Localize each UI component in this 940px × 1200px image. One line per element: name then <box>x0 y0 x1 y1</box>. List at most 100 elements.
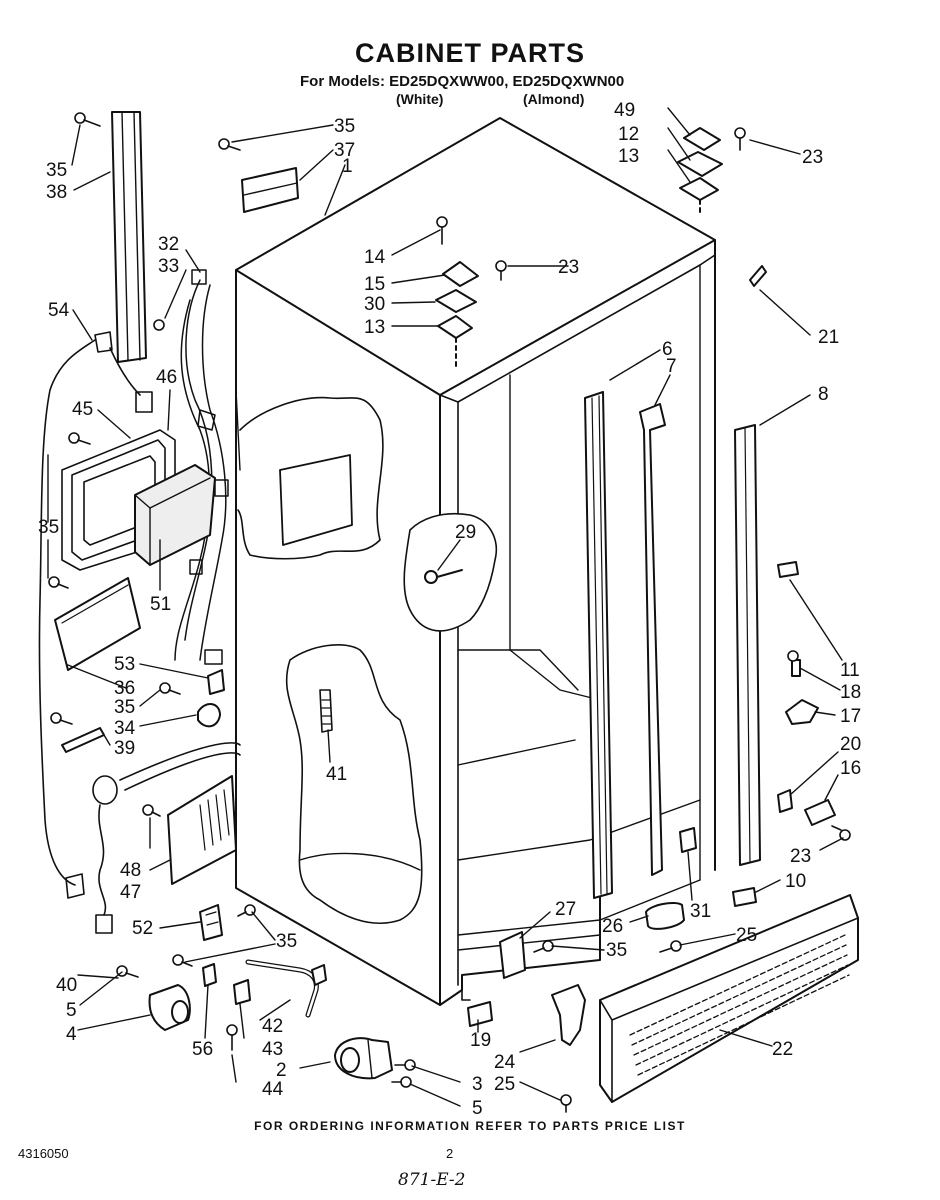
page-number: 2 <box>446 1146 454 1161</box>
callout-54: 54 <box>48 300 70 321</box>
callout-12: 12 <box>618 124 639 145</box>
wire-harness <box>174 269 229 665</box>
callout-39: 39 <box>114 738 135 759</box>
callout-35: 35 <box>46 160 67 181</box>
callout-labels: 35 38 35 37 1 49 12 13 23 3 2 33 14 15 23… <box>38 100 861 1119</box>
callout-24: 24 <box>494 1052 516 1073</box>
callout-31: 31 <box>690 901 711 922</box>
part-10-block <box>732 887 757 907</box>
callout-36: 36 <box>114 678 135 699</box>
callout-5: 5 <box>472 1098 483 1119</box>
callout-20: 20 <box>840 734 861 755</box>
part-42-tube <box>245 959 327 1018</box>
part-43-clamp <box>233 979 251 1005</box>
part-38-channel <box>111 111 147 363</box>
callout-33: 33 <box>158 256 179 277</box>
part-52-bracket <box>199 904 223 941</box>
document-number: 4316050 <box>18 1146 69 1161</box>
page-title: CABINET PARTS <box>354 38 585 68</box>
part-21-pin <box>749 265 767 287</box>
ordering-note: FOR ORDERING INFORMATION REFER TO PARTS … <box>254 1119 686 1133</box>
part-7-strip <box>639 403 666 876</box>
callout-3: 3 <box>472 1074 483 1095</box>
part-31-block <box>679 827 697 853</box>
part-4-roller <box>148 984 191 1031</box>
callout-5: 5 <box>66 1000 77 1021</box>
callout-51: 51 <box>150 594 171 615</box>
callout-35: 35 <box>114 697 135 718</box>
callout-23: 23 <box>802 147 823 168</box>
handwritten-note: 871-E-2 <box>398 1170 466 1190</box>
callout-53: 53 <box>114 654 135 675</box>
callout-35: 35 <box>334 116 355 137</box>
callout-52: 52 <box>132 918 153 939</box>
part-53-clip <box>207 669 225 695</box>
callout-22: 22 <box>772 1039 793 1060</box>
color-white-label: (White) <box>396 91 444 107</box>
color-almond-label: (Almond) <box>523 91 585 107</box>
callout-18: 18 <box>840 682 861 703</box>
callout-40: 40 <box>56 975 77 996</box>
callout-35: 35 <box>276 931 297 952</box>
part-24-hinge <box>551 984 586 1046</box>
part-8-strip <box>734 424 761 866</box>
part-34-clamp <box>197 703 221 728</box>
part-6-strip <box>584 391 613 899</box>
callout-10: 10 <box>785 871 806 892</box>
part-37-bracket <box>241 167 299 213</box>
callout-56: 56 <box>192 1039 213 1060</box>
callout-7: 7 <box>666 356 677 377</box>
part-20-tab <box>777 789 793 813</box>
callout-6: 6 <box>662 339 673 360</box>
callout-34: 34 <box>114 718 136 739</box>
part-11-clip <box>777 561 799 578</box>
callout-35: 35 <box>38 517 59 538</box>
part-36-panel <box>54 577 141 671</box>
part-16-hinge <box>804 799 836 826</box>
callout-23: 23 <box>558 257 579 278</box>
part-27-hinge <box>499 931 526 979</box>
callout-26: 26 <box>602 916 623 937</box>
part-19-block <box>467 1001 493 1027</box>
callout-38: 38 <box>46 182 67 203</box>
callout-49: 49 <box>614 100 635 121</box>
callout-16: 16 <box>840 758 861 779</box>
callout-11: 11 <box>840 660 860 681</box>
power-cord <box>92 742 241 934</box>
part-54-harness <box>38 331 153 899</box>
top-hinge-right <box>677 127 723 216</box>
callout-25: 25 <box>494 1074 515 1095</box>
callout-17: 17 <box>840 706 861 727</box>
callout-30: 30 <box>364 294 385 315</box>
callout-23: 23 <box>790 846 811 867</box>
part-26-cap <box>645 902 685 930</box>
callout-19: 19 <box>470 1030 491 1051</box>
callout-13: 13 <box>618 146 639 167</box>
callout-2: 2 <box>276 1060 287 1081</box>
part-17-bracket <box>785 659 819 725</box>
callout-43: 43 <box>262 1039 283 1060</box>
callout-44: 44 <box>262 1079 284 1100</box>
callout-47: 47 <box>120 882 141 903</box>
screws <box>48 112 851 1113</box>
callout-13: 13 <box>364 317 385 338</box>
callout-46: 46 <box>156 367 177 388</box>
part-22-grille <box>599 894 859 1103</box>
cabinet-shell <box>235 117 716 1006</box>
part-2-roller <box>334 1037 393 1080</box>
callout-25: 25 <box>736 925 757 946</box>
part-46-foam <box>134 464 216 566</box>
callout-15: 15 <box>364 274 385 295</box>
callout-14: 14 <box>364 247 386 268</box>
callout-48: 48 <box>120 860 141 881</box>
top-hinge-center <box>435 261 479 369</box>
leader-lines <box>47 107 844 1107</box>
callout-42: 42 <box>262 1016 283 1037</box>
callout-27: 27 <box>555 899 576 920</box>
callout-35: 35 <box>606 940 627 961</box>
callout-37: 37 <box>334 140 355 161</box>
part-47-control <box>167 775 237 885</box>
part-56-clip <box>202 963 217 987</box>
callout-1: 1 <box>342 156 353 177</box>
